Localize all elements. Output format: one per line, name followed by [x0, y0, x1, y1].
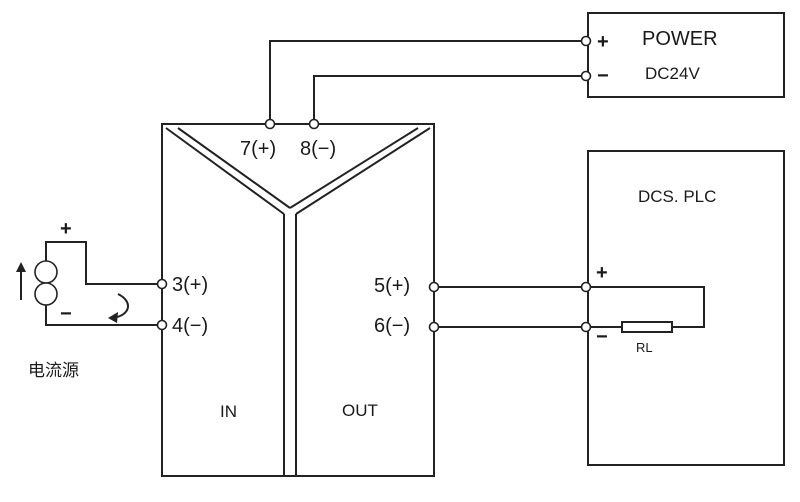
terminal-3	[156, 278, 168, 290]
power-negative-wire	[313, 75, 586, 124]
current-source-lower-circle	[34, 282, 58, 306]
load-loop-wire	[590, 286, 705, 328]
power-minus-sign: −	[597, 65, 609, 87]
source-plus-sign: +	[60, 218, 72, 240]
terminal-7	[264, 118, 276, 130]
terminal-3-label: 3(+)	[172, 274, 208, 296]
terminal-5	[428, 281, 440, 293]
source-negative-wire	[45, 304, 158, 326]
dcs-plc-title: DCS. PLC	[638, 187, 716, 206]
module-divider-right	[295, 127, 431, 215]
current-arrow-head-icon	[108, 312, 118, 323]
dcs-plus-sign: +	[596, 262, 608, 284]
terminal-6	[428, 321, 440, 333]
load-resistor-label: RL	[636, 340, 653, 355]
isolator-module	[161, 123, 435, 477]
terminal-4	[156, 319, 168, 331]
source-minus-sign: −	[60, 303, 72, 325]
dcs-plc-box	[587, 150, 785, 466]
module-divider-right-inner	[289, 127, 419, 209]
out-label: OUT	[342, 401, 378, 420]
module-divider-left-inner	[177, 127, 291, 209]
terminal-7-label: 7(+)	[240, 138, 276, 160]
dcs-minus-terminal	[580, 321, 592, 333]
module-divider-left	[165, 127, 285, 215]
power-voltage: DC24V	[645, 64, 700, 83]
terminal-8-label: 8(−)	[300, 138, 336, 160]
dcs-minus-sign: −	[596, 326, 608, 348]
terminal-8	[308, 118, 320, 130]
current-source-label: 电流源	[28, 361, 79, 380]
power-supply-box	[587, 12, 785, 98]
load-resistor	[621, 321, 673, 333]
source-arrow-up-icon	[16, 262, 26, 272]
power-plus-terminal	[580, 35, 592, 47]
terminal-6-label: 6(−)	[374, 315, 410, 337]
power-positive-wire	[269, 40, 586, 124]
power-minus-terminal	[580, 70, 592, 82]
terminal-5-label: 5(+)	[374, 275, 410, 297]
in-label: IN	[220, 402, 237, 421]
power-plus-sign: +	[597, 31, 609, 53]
power-title: POWER	[642, 28, 718, 50]
current-source-upper-circle	[34, 260, 58, 284]
source-positive-wire	[45, 241, 158, 285]
dcs-plus-terminal	[580, 281, 592, 293]
terminal-4-label: 4(−)	[172, 315, 208, 337]
